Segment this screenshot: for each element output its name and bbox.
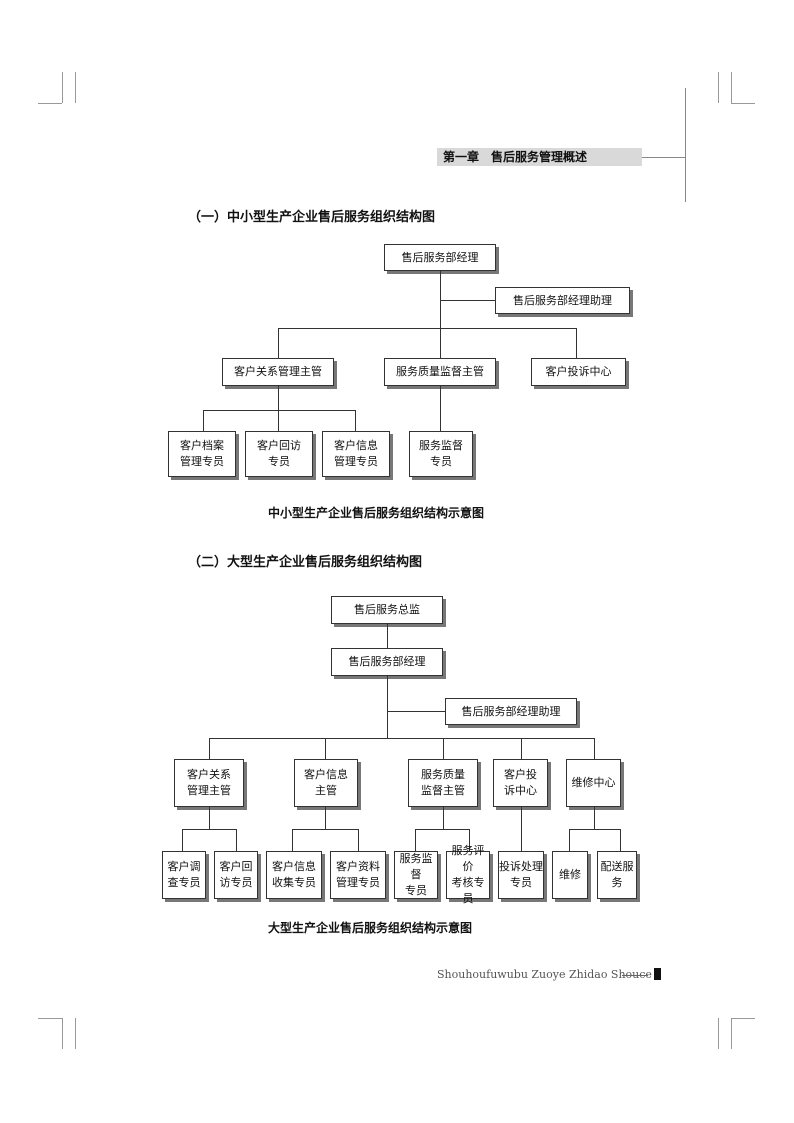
connector xyxy=(594,738,595,759)
running-footer: Shouhoufuwubu Zuoye Zhidao Shouce xyxy=(437,968,652,981)
org-node-l2: 服务质量 监督主管 xyxy=(408,759,478,807)
org-node-l2: 客户关系 管理主管 xyxy=(174,759,244,807)
crop-mark xyxy=(731,1018,732,1049)
connector xyxy=(203,410,355,411)
crop-mark xyxy=(62,72,63,103)
org-node-l2: 客户关系管理主管 xyxy=(222,358,334,386)
org-node-l3: 投诉处理 专员 xyxy=(498,851,544,899)
org-node-l3: 维修 xyxy=(552,851,588,899)
connector xyxy=(569,829,570,851)
header-rule-vertical xyxy=(685,88,686,202)
crop-mark xyxy=(38,103,62,104)
crop-mark xyxy=(718,1018,719,1049)
connector xyxy=(521,807,522,851)
section-title-1: （一）中小型生产企业售后服务组织结构图 xyxy=(188,210,436,225)
org-node-l3: 客户信息 管理专员 xyxy=(322,431,390,477)
connector xyxy=(209,807,210,829)
org-node-top: 售后服务总监 xyxy=(331,596,443,624)
connector xyxy=(440,271,441,328)
chapter-header: 第一章 售后服务管理概述 xyxy=(437,148,642,166)
connector xyxy=(576,328,577,358)
connector xyxy=(443,738,444,759)
connector xyxy=(440,386,441,431)
connector xyxy=(182,829,236,830)
connector xyxy=(292,829,293,851)
org-node-l2: 客户信息 主管 xyxy=(294,759,358,807)
org-node-l3: 客户档案 管理专员 xyxy=(168,431,236,477)
connector xyxy=(387,676,388,738)
org-node-l3: 客户信息 收集专员 xyxy=(266,851,322,899)
connector xyxy=(387,711,445,712)
org-node-assistant: 售后服务部经理助理 xyxy=(495,287,630,314)
connector xyxy=(236,829,237,851)
connector xyxy=(387,624,388,648)
crop-mark xyxy=(731,103,755,104)
org-node-top: 售后服务部经理 xyxy=(384,244,496,271)
org-node-l3: 客户回访 专员 xyxy=(245,431,313,477)
connector xyxy=(278,328,576,329)
org-node-l3: 客户回 访专员 xyxy=(214,851,258,899)
figure-caption-2: 大型生产企业售后服务组织结构示意图 xyxy=(268,921,473,935)
org-node-l3: 客户调 查专员 xyxy=(162,851,206,899)
connector xyxy=(325,738,326,759)
connector xyxy=(469,829,470,851)
figure-caption-1: 中小型生产企业售后服务组织结构示意图 xyxy=(268,506,485,520)
crop-mark xyxy=(731,1018,755,1019)
connector xyxy=(415,829,416,851)
crop-mark xyxy=(718,72,719,103)
connector xyxy=(358,829,359,851)
org-node-l3: 配送服务 xyxy=(597,851,637,899)
org-node-l3: 服务监督 专员 xyxy=(394,851,438,899)
crop-mark xyxy=(62,1018,63,1049)
connector xyxy=(278,386,279,410)
connector xyxy=(443,807,444,829)
connector xyxy=(521,738,522,759)
org-node-l2: 客户投 诉中心 xyxy=(493,759,548,807)
connector xyxy=(325,807,326,829)
org-node-l3: 客户资料 管理专员 xyxy=(330,851,386,899)
connector xyxy=(203,410,204,431)
org-node-manager: 售后服务部经理 xyxy=(331,648,443,676)
org-node-assistant: 售后服务部经理助理 xyxy=(445,698,577,725)
crop-mark xyxy=(731,72,732,103)
page-marker xyxy=(654,968,661,980)
connector xyxy=(292,829,358,830)
org-node-l2: 维修中心 xyxy=(566,759,621,807)
crop-mark xyxy=(75,1018,76,1049)
crop-mark xyxy=(75,72,76,103)
connector xyxy=(278,328,279,358)
connector xyxy=(440,300,495,301)
connector xyxy=(594,807,595,829)
org-node-l3: 服务监督 专员 xyxy=(409,431,473,477)
connector xyxy=(355,410,356,431)
connector xyxy=(209,738,594,739)
org-node-l2: 客户投诉中心 xyxy=(531,358,626,386)
connector xyxy=(278,410,279,431)
connector xyxy=(620,829,621,851)
crop-mark xyxy=(38,1018,62,1019)
section-title-2: （二）大型生产企业售后服务组织结构图 xyxy=(188,555,423,570)
org-node-l3: 服务评价 考核专员 xyxy=(446,844,490,905)
connector xyxy=(209,738,210,759)
connector xyxy=(569,829,620,830)
header-rule xyxy=(642,157,685,158)
footer-rule xyxy=(622,975,648,976)
connector xyxy=(415,829,469,830)
connector xyxy=(182,829,183,851)
connector xyxy=(440,328,441,358)
org-node-l2: 服务质量监督主管 xyxy=(384,358,496,386)
